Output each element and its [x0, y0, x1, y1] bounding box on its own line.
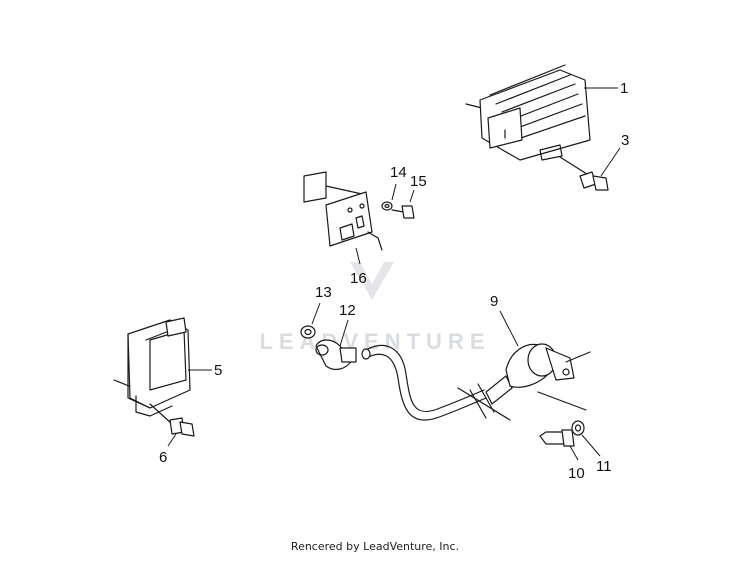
svg-text:15: 15	[410, 173, 427, 190]
svg-text:9: 9	[490, 293, 498, 310]
svg-text:12: 12	[339, 302, 356, 319]
svg-text:10: 10	[568, 465, 585, 482]
watermark-text: LEADVENTURE	[259, 329, 490, 354]
footer-credit: Rencered by LeadVenture, Inc.	[290, 540, 460, 553]
svg-text:6: 6	[159, 449, 167, 466]
watermark: LEADVENTURE	[259, 262, 490, 354]
part-13-collar[interactable]	[300, 325, 316, 339]
callout-15: 15	[409, 173, 427, 203]
callout-1: 1	[584, 80, 628, 97]
svg-text:1: 1	[620, 80, 628, 97]
part-15-bolt[interactable]	[391, 205, 415, 219]
callout-3: 3	[600, 132, 629, 177]
callout-13: 13	[311, 284, 332, 325]
callout-6: 6	[159, 433, 177, 466]
part-11-washer[interactable]	[571, 420, 585, 436]
callout-11: 11	[581, 434, 612, 475]
callout-12: 12	[339, 302, 356, 347]
part-6-bolt[interactable]	[169, 417, 195, 437]
part-9-ignition-coil[interactable]	[361, 343, 591, 421]
part-10-screw[interactable]	[539, 429, 575, 447]
callout-10: 10	[568, 445, 585, 482]
svg-text:13: 13	[315, 284, 332, 301]
callout-16: 16	[350, 247, 367, 287]
callout-5: 5	[188, 362, 222, 379]
svg-text:5: 5	[214, 362, 222, 379]
svg-text:11: 11	[596, 458, 612, 475]
callout-14: 14	[390, 164, 407, 201]
part-12-plug-cap[interactable]	[315, 339, 357, 370]
part-14-washer[interactable]	[381, 201, 393, 211]
part-16-bracket[interactable]	[303, 171, 383, 251]
svg-text:16: 16	[350, 270, 367, 287]
part-1-regulator[interactable]	[465, 64, 591, 177]
callout-9: 9	[490, 293, 519, 347]
part-3-bolt[interactable]	[579, 171, 609, 191]
svg-text:14: 14	[390, 164, 407, 181]
svg-text:3: 3	[621, 132, 629, 149]
part-5-ignition-module[interactable]	[113, 317, 191, 425]
